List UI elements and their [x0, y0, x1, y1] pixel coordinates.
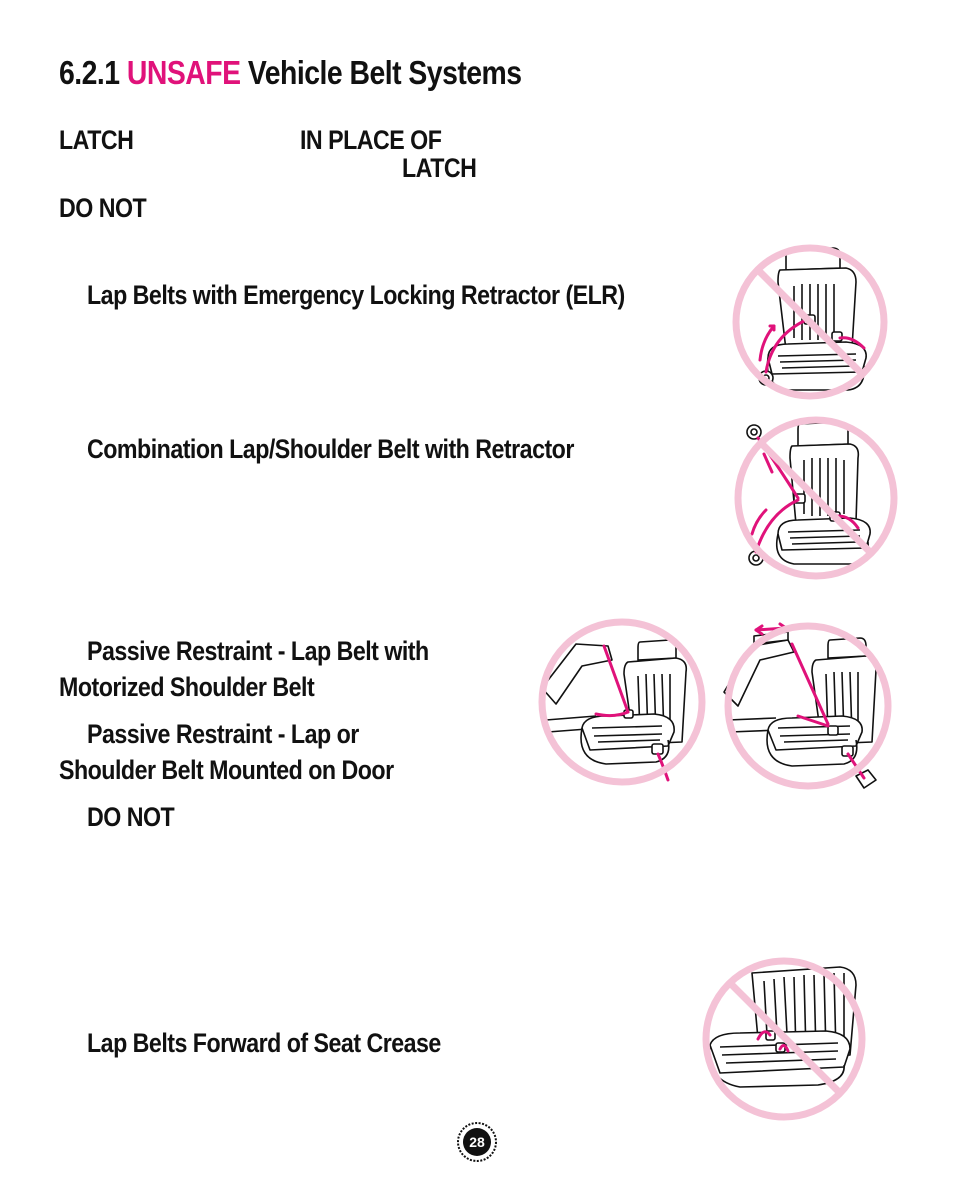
section-heading: 6.2.1 UNSAFE Vehicle Belt Systems [59, 54, 522, 92]
passive-motorized-belt-illustration [538, 618, 706, 786]
item-elr-heading: Lap Belts with Emergency Locking Retract… [87, 280, 625, 310]
item-passive-door-line2: Shoulder Belt Mounted on Door [59, 755, 394, 785]
do-not-warning: DO NOT [59, 193, 147, 223]
forward-crease-seat-illustration [702, 957, 866, 1121]
heading-text: Vehicle Belt Systems [247, 54, 522, 91]
section-number: 6.2.1 [59, 54, 120, 91]
item-forward-crease-heading: Lap Belts Forward of Seat Crease [87, 1028, 441, 1058]
latch-word-2: LATCH [402, 153, 477, 183]
page-number-badge: 28 [456, 1121, 498, 1163]
passive-door-belt-illustration [723, 622, 892, 790]
item-combination-heading: Combination Lap/Shoulder Belt with Retra… [87, 434, 574, 464]
latch-word-1: LATCH [59, 125, 134, 155]
item-passive-motorized-line2: Motorized Shoulder Belt [59, 672, 315, 702]
page-number-gear-icon: 28 [457, 1122, 497, 1162]
item-passive-motorized-line1: Passive Restraint - Lap Belt with [87, 636, 429, 666]
do-not-warning-2: DO NOT [87, 802, 175, 832]
unsafe-label: UNSAFE [126, 54, 241, 91]
in-place-of-text: IN PLACE OF [300, 125, 442, 155]
elr-seat-illustration [732, 244, 888, 400]
page-number: 28 [469, 1134, 485, 1150]
item-passive-door-line1: Passive Restraint - Lap or [87, 719, 359, 749]
combination-belt-seat-illustration [734, 416, 898, 580]
